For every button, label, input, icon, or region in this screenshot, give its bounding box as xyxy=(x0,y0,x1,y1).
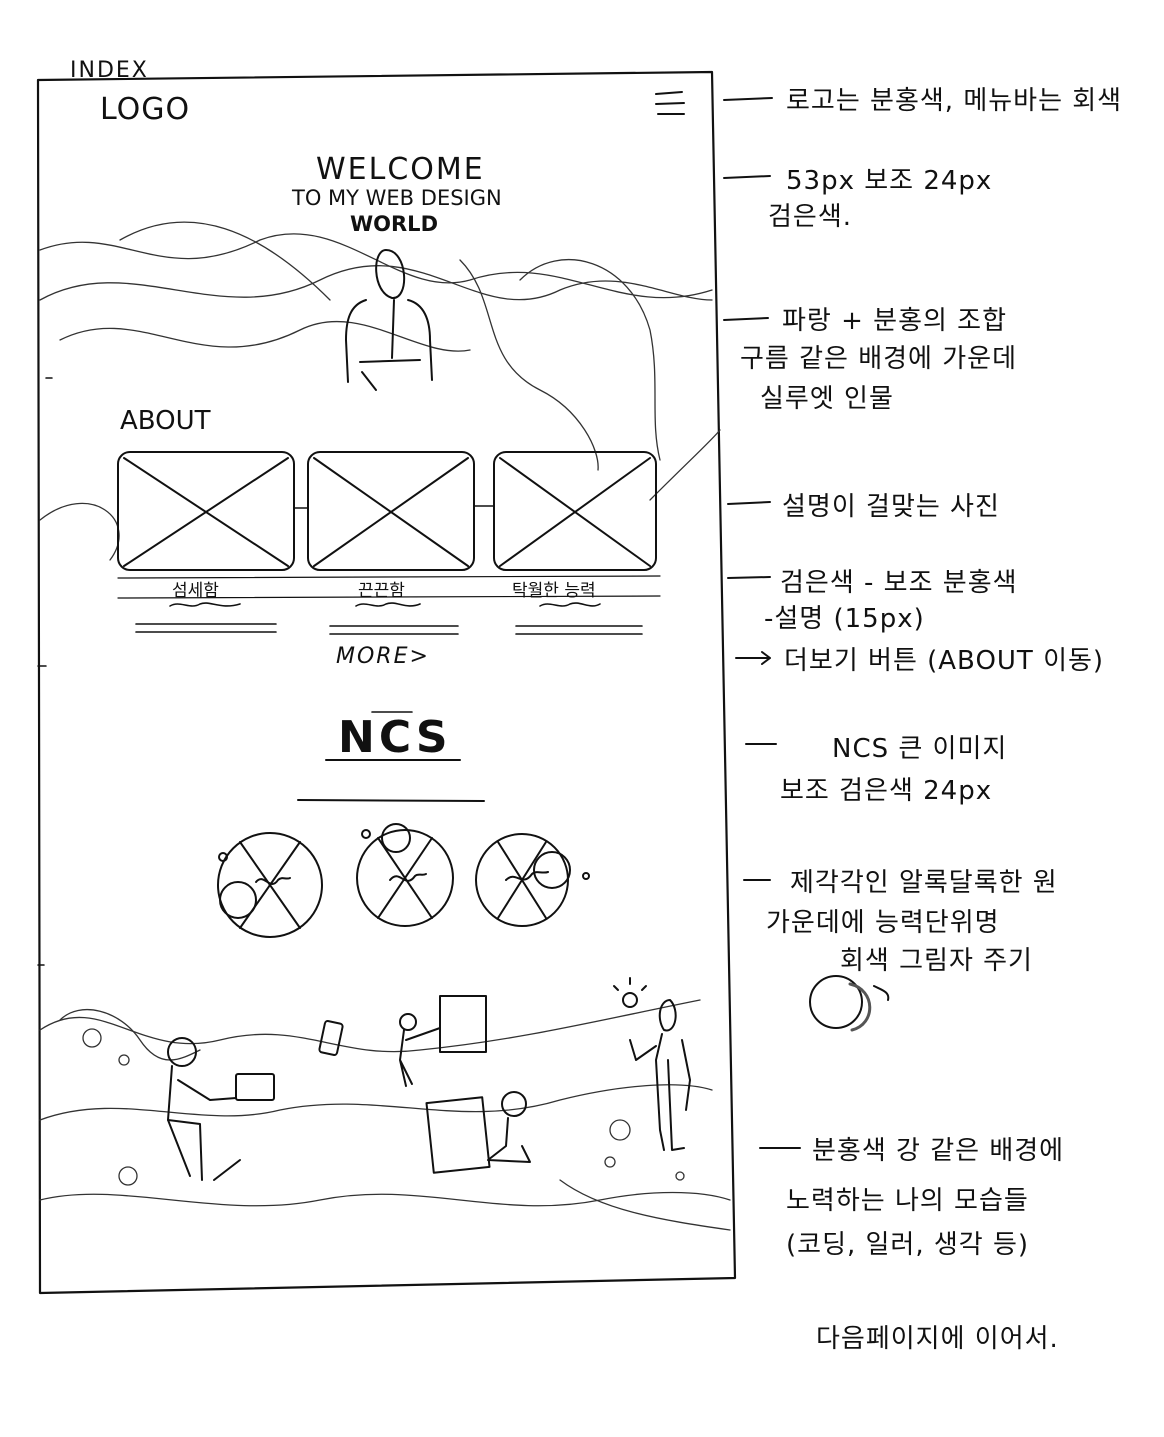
hero-person-silhouette xyxy=(345,249,433,391)
about-card-caption-3: 탁월한 능력 xyxy=(512,581,596,601)
card-description-lines xyxy=(135,602,643,635)
note-continued: 다음페이지에 이어서. xyxy=(816,1324,1059,1354)
about-card-caption-2: 끈끈함 xyxy=(358,581,405,601)
note-ncs-image: NCS 큰 이미지 xyxy=(832,734,1008,764)
presenting-figure xyxy=(399,995,487,1087)
note-circles-2: 가운데에 능력단위명 xyxy=(766,908,1000,938)
ncs-circle-2 xyxy=(356,823,454,927)
note-hero-bg-2: 구름 같은 배경에 가운데 xyxy=(740,344,1017,374)
thinking-figure xyxy=(613,977,691,1151)
ncs-circle-3 xyxy=(475,833,590,927)
note-hero-bg-3: 실루엣 인물 xyxy=(760,384,894,414)
ncs-heading: NCS xyxy=(338,712,452,763)
more-button[interactable]: MORE> xyxy=(336,644,430,669)
about-card-image-3 xyxy=(493,451,657,571)
about-card-image-1 xyxy=(117,451,295,571)
coding-figure xyxy=(167,1037,275,1181)
note-more-button: 더보기 버튼 (ABOUT 이동) xyxy=(784,646,1105,676)
note-title-color: 검은색. xyxy=(768,202,853,232)
note-circles-3: 회색 그림자 주기 xyxy=(840,946,1033,976)
note-hero-bg-1: 파랑 + 분홍의 조합 xyxy=(782,306,1008,336)
note-ncs-sub: 보조 검은색 24px xyxy=(780,776,993,806)
note-circles-1: 제각각인 알록달록한 원 xyxy=(790,868,1058,898)
logo[interactable]: LOGO xyxy=(100,92,191,127)
project-figure xyxy=(425,1091,531,1174)
about-card-image-2 xyxy=(307,451,475,571)
note-river-3: (코딩, 일러, 생각 등) xyxy=(786,1230,1030,1260)
cloud-background xyxy=(39,221,721,561)
note-river-2: 노력하는 나의 모습들 xyxy=(786,1186,1029,1216)
river-background xyxy=(39,999,731,1231)
wireframe-frame xyxy=(36,70,737,1295)
hero-title: WELCOME xyxy=(316,152,485,187)
ncs-circle-1 xyxy=(217,832,323,938)
note-river-1: 분홍색 강 같은 배경에 xyxy=(812,1136,1065,1166)
note-about-photo: 설명이 걸맞는 사진 xyxy=(782,492,1000,522)
about-card-caption-1: 섬세함 xyxy=(172,581,219,601)
hamburger-icon xyxy=(655,91,685,115)
note-about-caption: 검은색 - 보조 분홍색 xyxy=(780,568,1018,598)
hero-subtitle-line1: TO MY WEB DESIGN xyxy=(292,186,502,210)
phone-icon xyxy=(318,1020,344,1056)
about-heading: ABOUT xyxy=(120,406,211,436)
hero-subtitle-line2: WORLD xyxy=(350,212,438,236)
note-about-desc: -설명 (15px) xyxy=(764,604,925,634)
annotation-dashes xyxy=(723,97,801,1149)
note-logo-menu: 로고는 분홍색, 메뉴바는 회색 xyxy=(786,86,1123,116)
note-title-size: 53px 보조 24px xyxy=(786,166,993,196)
shadow-circle-sketch xyxy=(809,975,890,1032)
